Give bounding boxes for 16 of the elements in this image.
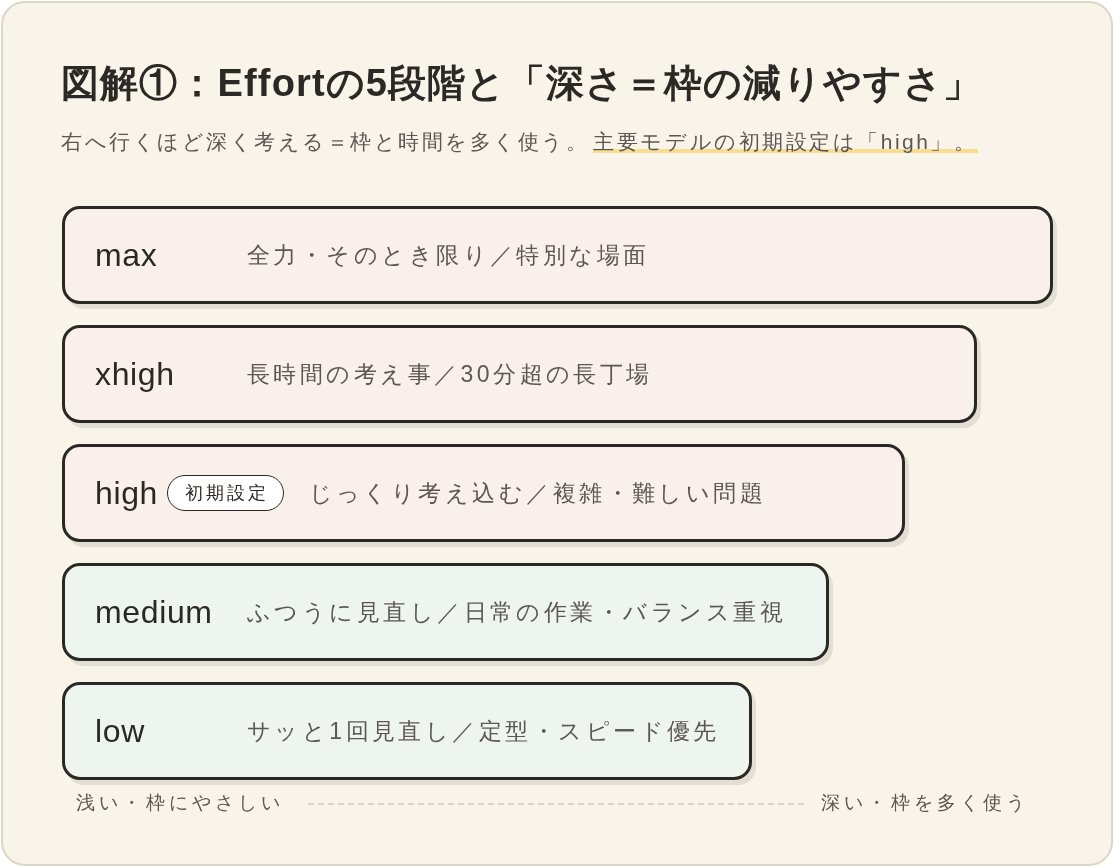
level-name: xhigh: [95, 355, 175, 393]
highlighted-note: 主要モデルの初期設定は「high」。: [593, 128, 978, 156]
default-badge: 初期設定: [167, 475, 284, 511]
title: 図解①：Effortの5段階と「深さ＝枠の減りやすさ」: [61, 61, 983, 106]
level-description: 長時間の考え事／30分超の長丁場: [247, 359, 653, 389]
scale-label: 浅い・枠にやさしい: [76, 791, 285, 815]
level-name: low: [95, 712, 145, 750]
level-description: ふつうに見直し／日常の作業・バランス重視: [247, 597, 786, 627]
level-name: high: [95, 474, 159, 512]
level-name: medium: [95, 593, 213, 631]
scale-label: 深い・枠を多く使う: [821, 791, 1030, 815]
level-description: サッと1回見直し／定型・スピード優先: [247, 716, 720, 746]
subtitle: 右へ行くほど深く考える＝枠と時間を多く使う。: [61, 129, 590, 155]
level-description: じっくり考え込む／複雑・難しい問題: [308, 478, 767, 508]
level-name: max: [95, 236, 158, 274]
level-description: 全力・そのとき限り／特別な場面: [247, 240, 650, 270]
